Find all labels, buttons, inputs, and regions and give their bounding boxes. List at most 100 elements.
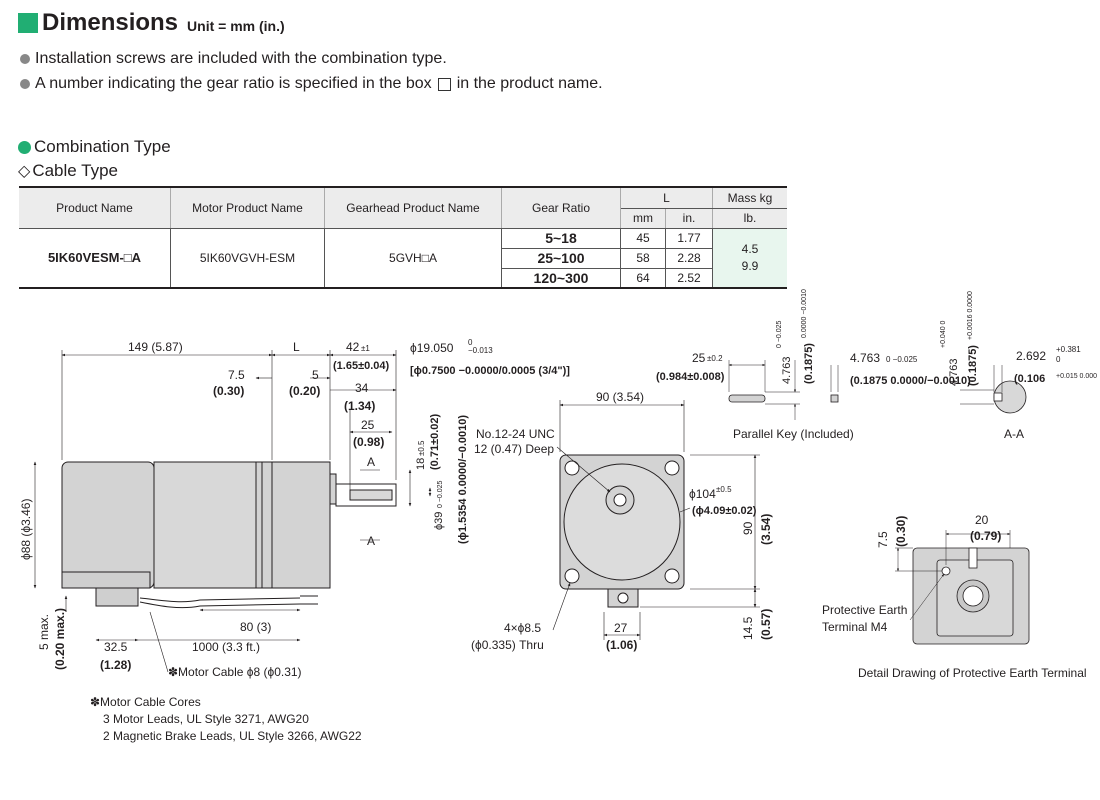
dim-25-in: (0.98) (353, 435, 384, 449)
product-name: 5IK60VESM-□A (19, 227, 171, 289)
gear-ratio: 5~18 (501, 227, 621, 249)
dim-90-side: 90 (741, 521, 755, 535)
l-in: 2.52 (665, 267, 713, 289)
mass-lb: 9.9 (741, 258, 759, 273)
mount-hole (564, 460, 580, 476)
dim-27: 27 (614, 621, 628, 635)
dim-149: 149 (5.87) (128, 340, 183, 354)
pe-label-1: Protective Earth (822, 603, 907, 617)
aa-01875-tol: +0.0016 0.0000 (967, 291, 974, 340)
key-width-tol: 0 −0.025 (886, 355, 918, 364)
note-text: in the product name. (456, 75, 603, 92)
dim-90-top: 90 (3.54) (596, 390, 644, 404)
note-gear-ratio: A number indicating the gear ratio is sp… (20, 75, 603, 93)
side-view (61, 461, 397, 609)
motor-cable-label: ✽Motor Cable ϕ8 (ϕ0.31) (168, 665, 302, 679)
pe-label-2: Terminal M4 (822, 620, 888, 634)
aa-4763-tol: +0.040 0 (940, 320, 947, 348)
motor-body (153, 461, 257, 589)
key-01875-tol: 0.0000 −0.0010 (801, 289, 808, 338)
footnote-line: 2 Magnetic Brake Leads, UL Style 3266, A… (103, 729, 362, 743)
parallel-key (728, 360, 839, 420)
th-lb: lb. (712, 207, 787, 229)
aa-caption: A-A (1004, 427, 1024, 441)
section-a-bottom: A (367, 534, 375, 548)
dim-18-in: (0.71±0.02) (429, 413, 441, 470)
key-01875: (0.1875) (803, 343, 815, 384)
footnote-title: ✽Motor Cable Cores (90, 695, 201, 709)
spec-table: Product Name Motor Product Name Gearhead… (19, 186, 787, 289)
pe-7-5-in: (0.30) (894, 516, 908, 547)
deep-label: 12 (0.47) Deep (474, 442, 554, 456)
key-4763-tol: 0 −0.025 (776, 320, 783, 348)
th-gearhead: Gearhead Product Name (324, 186, 502, 229)
pe-20: 20 (975, 513, 989, 527)
dim-32-5-in: (1.28) (100, 658, 131, 672)
flange-pilot (563, 463, 681, 581)
pe-detail-caption: Detail Drawing of Protective Earth Termi… (858, 666, 1087, 680)
key-width-in: (0.1875 0.0000/−0.0010) (850, 375, 971, 387)
section-cable: ◇ Cable Type (18, 161, 118, 181)
parallel-key-caption: Parallel Key (Included) (733, 427, 854, 441)
pe-20-in: (0.79) (970, 529, 1001, 543)
th-mass: Mass kg (712, 186, 787, 209)
l-mm: 64 (620, 267, 666, 289)
key-width: 4.763 (850, 351, 880, 365)
dim-phi104-tol: ±0.5 (716, 485, 732, 494)
unit-label: Unit = mm (in.) (187, 18, 285, 34)
note-text: Installation screws are included with th… (35, 50, 447, 67)
dim-5: 5 (312, 368, 319, 382)
motor-product-name: 5IK60VGVH-ESM (170, 227, 325, 289)
dim-phi39-in: (ϕ1.5354 0.0000/−0.0010) (457, 415, 469, 544)
pe-detail (895, 530, 1030, 645)
section-a-top: A (367, 455, 375, 469)
dim-7-5: 7.5 (228, 368, 245, 382)
dim-25: 25 (361, 418, 375, 432)
front-dimensions (552, 400, 760, 640)
dim-phi88: ϕ88 (ϕ3.46) (19, 499, 33, 560)
section-title: Cable Type (32, 161, 119, 180)
th-l: L (620, 186, 713, 209)
dim-phi39-tol: 0 −0.025 (437, 480, 444, 508)
shaft (613, 493, 627, 507)
dim-phi19-tol2: −0.013 (468, 346, 493, 355)
dim-42: 42 (346, 340, 360, 354)
gearhead-product-name: 5GVH□A (324, 227, 502, 289)
key-25: 25 (692, 351, 706, 365)
motor-rear-housing (61, 461, 155, 589)
green-dot-icon (18, 140, 31, 154)
dim-18-tol: ±0.5 (417, 440, 426, 456)
dim-27-in: (1.06) (606, 638, 637, 652)
dim-14-5-in: (0.57) (759, 609, 773, 640)
mass-kg: 4.5 (741, 241, 759, 256)
dim-phi19: ϕ19.050 (410, 341, 454, 355)
key-25-in: (0.984±0.008) (656, 371, 725, 383)
dim-18: 18 (415, 458, 427, 470)
holes-in: (ϕ0.335) Thru (471, 638, 544, 652)
green-square-icon (18, 13, 38, 33)
footnote-line: 3 Motor Leads, UL Style 3271, AWG20 (103, 712, 309, 726)
section-aa (960, 365, 1027, 414)
gear-ratio: 120~300 (501, 267, 621, 289)
key (349, 489, 393, 501)
dim-phi104-in: (ϕ4.09±0.02) (692, 505, 757, 517)
mass-cell: 4.5 9.9 (712, 227, 787, 289)
section-title: Combination Type (34, 137, 171, 156)
dim-phi104: ϕ104 (689, 487, 716, 501)
dim-5max-in: (0.20 max.) (53, 608, 67, 670)
bullet-icon (20, 79, 30, 89)
dim-5max: 5 max. (37, 614, 51, 650)
terminal-box (61, 571, 151, 589)
dim-phi19-in: [ϕ0.7500 −0.0000/0.0005 (3/4")] (410, 365, 570, 377)
dim-5-in: (0.20) (289, 384, 320, 398)
box-icon (437, 77, 451, 91)
unc-label: No.12-24 UNC (476, 427, 555, 441)
aa-4763: 4.763 (948, 358, 960, 386)
dim-7-5-in: (0.30) (213, 384, 244, 398)
pe-7-5: 7.5 (876, 531, 890, 548)
dim-32-5: 32.5 (104, 640, 128, 654)
th-motor: Motor Product Name (170, 186, 325, 229)
dim-42-tol: ±1 (361, 344, 370, 353)
gearhead-body (255, 461, 331, 589)
